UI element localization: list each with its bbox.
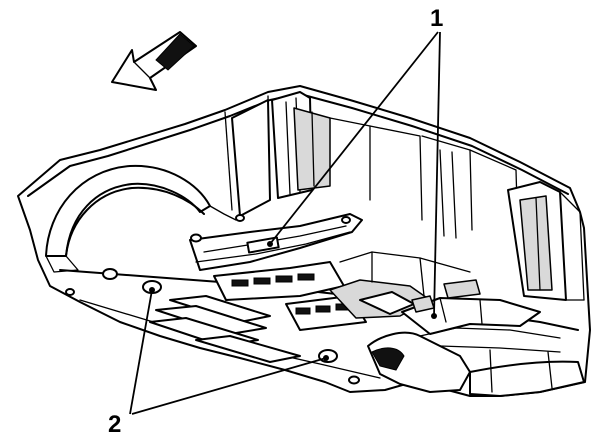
callout-2: 2 (108, 287, 329, 438)
callout-1-label: 1 (430, 5, 443, 32)
floor-surface (59, 213, 585, 397)
callout-1: 1 (267, 5, 443, 319)
forward-direction-arrow-icon (111, 31, 197, 91)
callout-2-label: 2 (108, 411, 121, 438)
